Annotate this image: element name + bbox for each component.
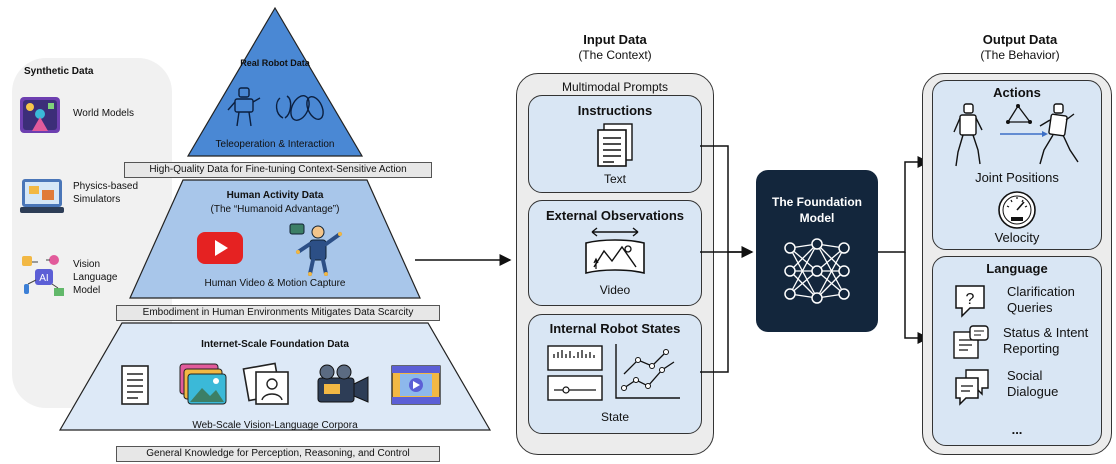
video-camera-icon <box>317 364 369 403</box>
internal-robot-states-caption: State <box>600 410 630 424</box>
output-data-header: Output Data <box>982 32 1058 47</box>
human-activity-data-title: Human Activity Data <box>226 190 324 201</box>
language-title: Language <box>986 261 1048 276</box>
output-data-subheader: (The Behavior) <box>980 48 1060 62</box>
synthetic-item-2: Vision Language Model <box>73 259 118 296</box>
neural-network-icon <box>784 238 850 304</box>
synthetic-item-0: World Models <box>73 108 134 119</box>
clarification-queries-label: Clarification Queries <box>1007 284 1075 315</box>
internet-scale-data-title: Internet-Scale Foundation Data <box>201 339 349 350</box>
film-strip-icon <box>391 365 441 405</box>
language-more: ... <box>1011 422 1023 437</box>
internet-scale-data-caption: Web-Scale Vision-Language Corpora <box>192 420 358 431</box>
svg-text:AI: AI <box>39 273 48 284</box>
external-observations-caption: Video <box>599 283 631 297</box>
image-stack-icon <box>179 363 227 405</box>
robot-teleop-icon <box>227 87 324 127</box>
social-dialogue-label: Social Dialogue <box>1007 368 1059 399</box>
foundation-model-title: The Foundation Model <box>772 195 862 225</box>
model-to-output-connector <box>878 156 930 253</box>
real-robot-data-title: Real Robot Data <box>240 58 310 68</box>
dialogue-bubble-icon <box>955 369 989 406</box>
real-robot-data-banner: High-Quality Data for Fine-tuning Contex… <box>124 162 432 178</box>
input-data-header: Input Data <box>583 32 647 47</box>
simulator-icon <box>20 179 64 213</box>
photo-frames-icon <box>242 362 289 405</box>
input-data-subheader: (The Context) <box>578 48 652 62</box>
joint-positions-label: Joint Positions <box>975 170 1059 185</box>
synthetic-item-1: Physics-based Simulators <box>73 181 139 205</box>
actions-title: Actions <box>993 85 1041 100</box>
internet-scale-data-banner: General Knowledge for Perception, Reason… <box>116 446 440 462</box>
question-bubble-icon: ? <box>955 285 985 318</box>
human-activity-data-caption: Human Video & Motion Capture <box>204 278 346 289</box>
foundation-model-box <box>756 170 878 332</box>
world-model-icon <box>20 97 60 133</box>
model-to-language-connector <box>904 252 930 344</box>
motion-capture-icon <box>289 223 342 276</box>
velocity-label: Velocity <box>994 230 1040 245</box>
vision-language-model-icon: AI <box>22 255 64 296</box>
web-corpora-icons <box>121 362 441 405</box>
instructions-title: Instructions <box>577 103 653 118</box>
multimodal-prompts-title: Multimodal Prompts <box>561 80 669 94</box>
synthetic-data-title: Synthetic Data <box>24 66 94 77</box>
pyramid-middle-trapezoid <box>129 179 421 299</box>
state-chart-icon <box>547 344 680 401</box>
status-intent-label: Status & Intent Reporting <box>1003 325 1089 356</box>
instructions-caption: Text <box>603 172 626 186</box>
status-report-icon <box>953 325 989 359</box>
human-activity-data-banner: Embodiment in Human Environments Mitigat… <box>116 305 440 321</box>
internal-robot-states-title: Internal Robot States <box>549 321 681 336</box>
speedometer-icon <box>998 191 1036 229</box>
states-connector <box>700 252 729 373</box>
video-play-icon <box>197 232 243 264</box>
internal-robot-states-box <box>528 314 702 434</box>
instructions-connector <box>700 145 754 258</box>
robot-motion-icon <box>953 103 1079 167</box>
svg-text:?: ? <box>966 291 975 308</box>
real-robot-data-caption: Teleoperation & Interaction <box>215 139 335 150</box>
video-landscape-icon <box>585 227 645 275</box>
text-document-icon <box>597 123 633 167</box>
human-activity-data-subtitle: (The “Humanoid Advantage”) <box>210 204 340 215</box>
external-observations-title: External Observations <box>546 208 684 223</box>
document-icon <box>121 365 149 405</box>
